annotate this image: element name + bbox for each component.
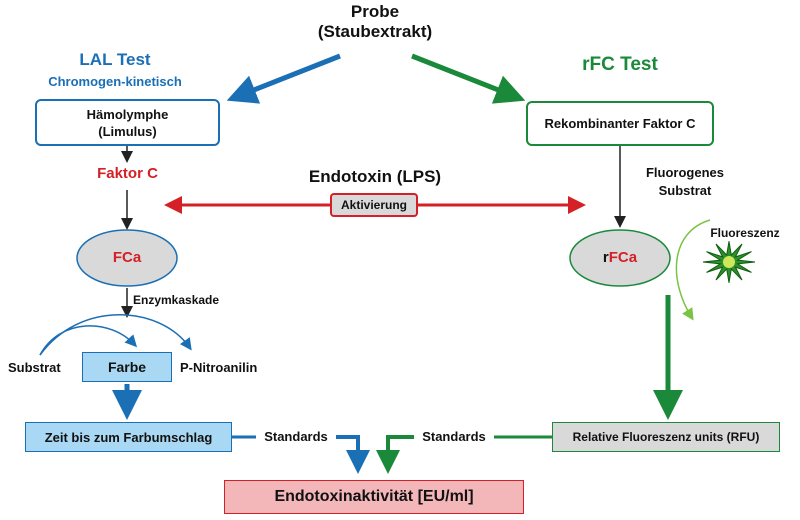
enzymkaskade-label: Enzymkaskade [133,293,220,307]
rfca-suffix: FCa [608,249,638,266]
p-nitroanilin-label: P-Nitroanilin [180,360,258,375]
probe-subtitle: (Staubextrakt) [317,22,433,41]
fluorescence-star-icon [702,241,756,283]
probe-title: Probe [350,2,400,21]
faktor-c-label: Faktor C [97,165,158,182]
haemolymphe-box: Hämolymphe (Limulus) [35,99,220,146]
haemolymphe-line1: Hämolymphe [86,106,169,122]
farbumschlag-box: Zeit bis zum Farbumschlag [25,422,232,452]
arrow-lal-standards-to-result [336,435,370,474]
curve-fluorescence [675,219,711,321]
substrat-label: Substrat [8,360,61,375]
rfca-ellipse [569,229,671,287]
haemolymphe-line2: (Limulus) [98,123,157,139]
fluoreszenz-label: Fluoreszenz [710,226,780,240]
arrow-probe-to-rfc [411,53,526,104]
rfca-prefix: r [602,249,609,266]
standards-rfc-label: Standards [422,429,486,444]
lal-title: LAL Test [79,50,151,69]
rfu-box: Relative Fluoreszenz units (RFU) [552,422,780,452]
rfca-label: rFCa [570,249,670,266]
curve-farbe-to-nitroanilin [39,314,192,356]
fluorogenes-line2: Substrat [658,183,712,198]
standards-lal-label: Standards [264,429,328,444]
endotoxinaktivitaet-box: Endotoxinaktivität [EU/ml] [224,480,524,514]
fca-ellipse [76,229,178,287]
aktivierung-badge: Aktivierung [330,193,418,217]
curve-substrate-to-farbe [39,325,138,356]
fca-label: FCa [112,249,142,266]
fluorogenes-line1: Fluorogenes [645,165,724,180]
rfc-title: rFC Test [582,54,658,75]
rekombinanter-box: Rekombinanter Faktor C [526,101,714,146]
endotoxin-label: Endotoxin (LPS) [308,167,442,186]
arrow-rfc-standards-to-result [376,435,414,474]
lal-subtitle: Chromogen-kinetisch [48,74,182,89]
arrow-probe-to-lal [226,53,341,104]
farbe-box: Farbe [82,352,172,382]
